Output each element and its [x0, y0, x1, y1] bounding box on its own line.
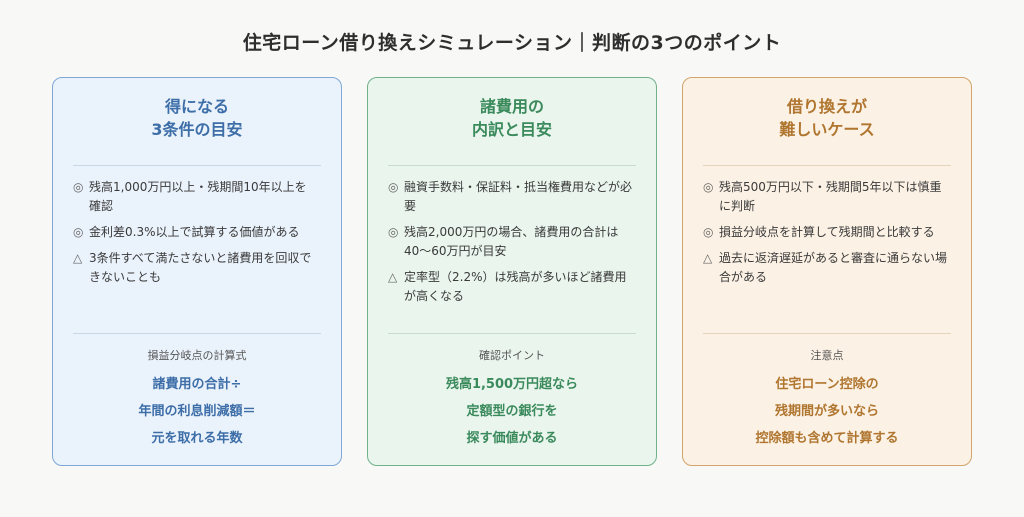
accent-text: 住宅ローン控除の 残期間が多いなら 控除額も含めて計算する	[703, 371, 951, 452]
accent-line: 住宅ローン控除の	[775, 377, 879, 392]
double-circle-icon: ◎	[73, 180, 84, 194]
accent-line: 残高1,500万円超なら	[445, 377, 579, 392]
triangle-icon: △	[703, 251, 713, 265]
double-circle-icon: ◎	[388, 225, 399, 239]
list-item: ◎ 残高2,000万円の場合、諸費用の合計は40〜60万円が目安	[388, 223, 636, 261]
divider	[388, 165, 636, 166]
accent-line: 元を取れる年数	[151, 431, 243, 446]
card-title: 借り換えが 難しいケース	[703, 95, 951, 141]
item-text: 融資手数料・保証料・抵当権費用などが必要	[404, 180, 633, 213]
page-title: 住宅ローン借り換えシミュレーション｜判断の3つのポイント	[242, 32, 782, 54]
card-profit-conditions: 得になる 3条件の目安 ◎ 残高1,000万円以上・残期間10年以上を確認 ◎ …	[52, 77, 342, 466]
card-title: 諸費用の 内訳と目安	[388, 95, 636, 141]
card-title-line: 得になる	[164, 97, 229, 116]
accent-line: 年間の利息削減額＝	[138, 404, 256, 419]
divider	[703, 165, 951, 166]
item-text: 残高2,000万円の場合、諸費用の合計は40〜60万円が目安	[404, 225, 619, 258]
divider	[73, 165, 321, 166]
card-difficult-cases: 借り換えが 難しいケース ◎ 残高500万円以下・残期間5年以下は慎重に判断 ◎…	[682, 77, 972, 466]
accent-line: 残期間が多いなら	[774, 404, 879, 419]
accent-line: 諸費用の合計÷	[152, 377, 242, 392]
list-item: △ 定率型（2.2%）は残高が多いほど諸費用が高くなる	[388, 268, 636, 306]
card-title: 得になる 3条件の目安	[73, 95, 321, 141]
accent-line: 定額型の銀行を	[466, 404, 558, 419]
card-title-line: 3条件の目安	[151, 120, 243, 139]
list-item: ◎ 融資手数料・保証料・抵当権費用などが必要	[388, 178, 636, 216]
list-item: △ 3条件すべて満たさないと諸費用を回収できないことも	[73, 249, 321, 287]
item-list: ◎ 残高500万円以下・残期間5年以下は慎重に判断 ◎ 損益分岐点を計算して残期…	[703, 178, 951, 333]
accent-line: 控除額も含めて計算する	[755, 431, 899, 446]
list-item: ◎ 損益分岐点を計算して残期間と比較する	[703, 223, 951, 242]
sub-label: 確認ポイント	[479, 349, 545, 362]
list-item: ◎ 金利差0.3%以上で試算する価値がある	[73, 223, 321, 242]
card-title-line: 借り換えが	[786, 97, 867, 116]
double-circle-icon: ◎	[73, 225, 84, 239]
divider	[703, 333, 951, 334]
card-title-line: 諸費用の	[479, 97, 544, 116]
item-text: 金利差0.3%以上で試算する価値がある	[89, 225, 300, 239]
double-circle-icon: ◎	[703, 225, 714, 239]
item-list: ◎ 残高1,000万円以上・残期間10年以上を確認 ◎ 金利差0.3%以上で試算…	[73, 178, 321, 333]
accent-text: 残高1,500万円超なら 定額型の銀行を 探す価値がある	[388, 371, 636, 452]
item-text: 定率型（2.2%）は残高が多いほど諸費用が高くなる	[404, 270, 627, 303]
card-title-line: 内訳と目安	[471, 120, 552, 139]
list-item: ◎ 残高1,000万円以上・残期間10年以上を確認	[73, 178, 321, 216]
triangle-icon: △	[388, 270, 398, 284]
divider	[388, 333, 636, 334]
item-list: ◎ 融資手数料・保証料・抵当権費用などが必要 ◎ 残高2,000万円の場合、諸費…	[388, 178, 636, 333]
item-text: 残高500万円以下・残期間5年以下は慎重に判断	[719, 180, 942, 213]
item-text: 損益分岐点を計算して残期間と比較する	[719, 225, 935, 239]
item-text: 3条件すべて満たさないと諸費用を回収できないことも	[89, 251, 312, 284]
divider	[73, 333, 321, 334]
double-circle-icon: ◎	[388, 180, 399, 194]
accent-text: 諸費用の合計÷ 年間の利息削減額＝ 元を取れる年数	[73, 371, 321, 452]
accent-line: 探す価値がある	[466, 431, 558, 446]
item-text: 過去に返済遅延があると審査に通らない場合がある	[719, 251, 948, 284]
card-title-line: 難しいケース	[779, 120, 875, 139]
triangle-icon: △	[73, 251, 83, 265]
card-costs-breakdown: 諸費用の 内訳と目安 ◎ 融資手数料・保証料・抵当権費用などが必要 ◎ 残高2,…	[367, 77, 657, 466]
sub-label: 注意点	[810, 349, 844, 362]
list-item: ◎ 残高500万円以下・残期間5年以下は慎重に判断	[703, 178, 951, 216]
sub-label: 損益分岐点の計算式	[147, 349, 247, 362]
list-item: △ 過去に返済遅延があると審査に通らない場合がある	[703, 249, 951, 287]
item-text: 残高1,000万円以上・残期間10年以上を確認	[89, 180, 307, 213]
double-circle-icon: ◎	[703, 180, 714, 194]
